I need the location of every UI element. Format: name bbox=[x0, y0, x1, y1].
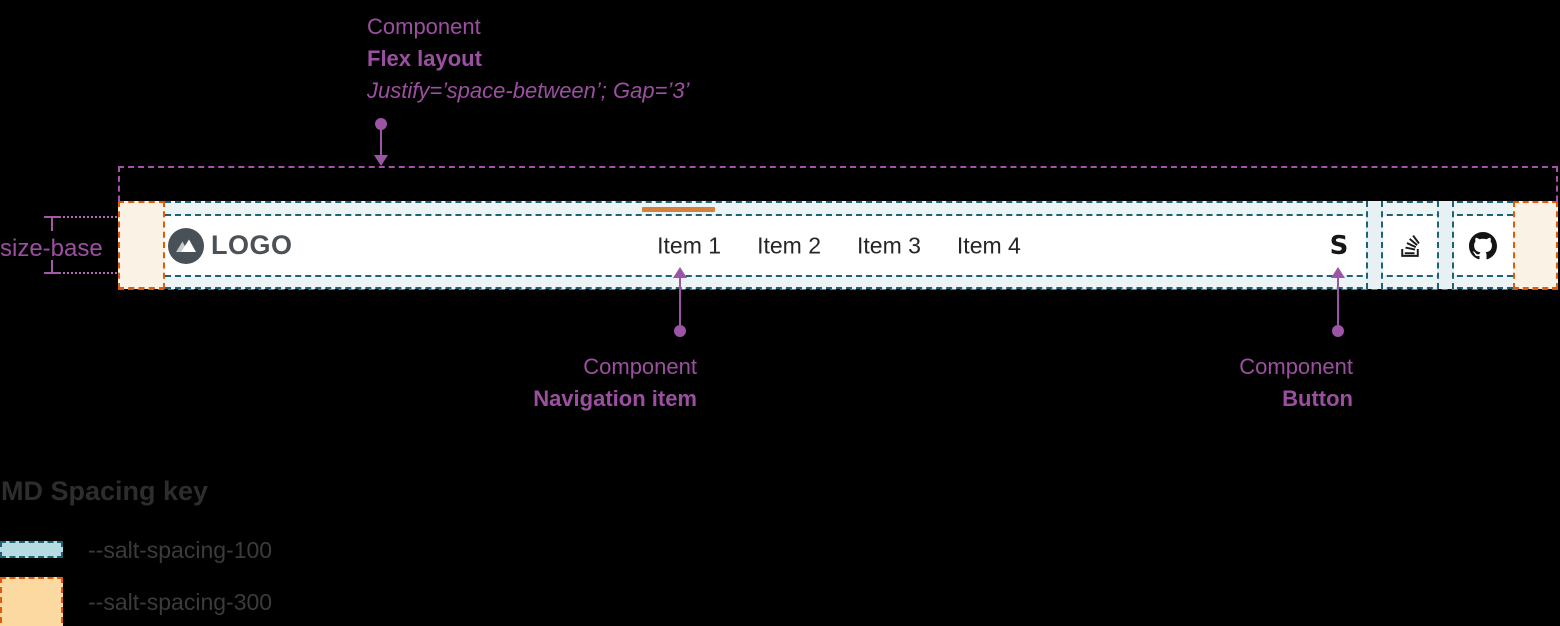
app-header-content: LOGO Item 1 Item 2 Item 3 Item 4 S bbox=[165, 216, 1513, 275]
connector-dot bbox=[375, 118, 387, 130]
github-button[interactable] bbox=[1468, 231, 1498, 261]
stackoverflow-button[interactable] bbox=[1396, 231, 1426, 261]
annotation-line: Component bbox=[583, 354, 697, 379]
spacing-100-overlay-top bbox=[165, 201, 1513, 216]
connector-line bbox=[679, 277, 681, 326]
legend-swatch-spacing-100 bbox=[0, 541, 63, 558]
size-base-label: size-base bbox=[0, 235, 103, 262]
dimension-cap-bottom bbox=[44, 272, 61, 274]
nav-item-2[interactable]: Item 2 bbox=[757, 232, 821, 258]
dimension-dotted-top bbox=[63, 216, 117, 218]
arrow-up-icon bbox=[1331, 267, 1345, 278]
dimension-tick-bottom bbox=[51, 260, 53, 273]
arrow-up-icon bbox=[673, 267, 687, 278]
button-annotation: Component Button bbox=[1100, 351, 1353, 415]
spacing-100-overlay-gap-2 bbox=[1437, 201, 1454, 289]
s-logo-icon: S bbox=[1329, 230, 1349, 261]
annotation-line: Button bbox=[1282, 386, 1353, 411]
legend-label-spacing-300: --salt-spacing-300 bbox=[88, 589, 273, 615]
annotation-line: Component bbox=[1239, 354, 1353, 379]
dimension-cap-top bbox=[44, 216, 61, 218]
dimension-tick-top bbox=[51, 218, 53, 231]
annotation-line: Component bbox=[367, 14, 481, 39]
annotation-line: Navigation item bbox=[533, 386, 697, 411]
github-icon bbox=[1469, 231, 1497, 259]
spacing-300-overlay-right bbox=[1513, 201, 1558, 289]
stackoverflow-icon bbox=[1401, 234, 1420, 257]
spacing-100-overlay-gap-1 bbox=[1366, 201, 1383, 289]
s-logo-button[interactable]: S bbox=[1324, 231, 1354, 261]
navigation-items: Item 1 Item 2 Item 3 Item 4 bbox=[657, 232, 1021, 259]
active-item-indicator bbox=[642, 207, 715, 212]
connector-dot bbox=[674, 325, 686, 337]
nav-item-4[interactable]: Item 4 bbox=[956, 232, 1021, 258]
connector-line bbox=[1337, 277, 1339, 326]
mountain-logo-icon bbox=[168, 227, 204, 264]
navigation-item-annotation: Component Navigation item bbox=[400, 351, 697, 415]
arrow-down-icon bbox=[374, 155, 388, 166]
spacing-100-overlay-bottom bbox=[165, 275, 1513, 289]
legend-swatch-spacing-300 bbox=[0, 577, 63, 626]
logo-text: LOGO bbox=[211, 230, 293, 260]
annotation-line: Flex layout bbox=[367, 46, 482, 71]
spacing-300-overlay-left bbox=[118, 201, 165, 289]
legend-title: MD Spacing key bbox=[1, 476, 209, 506]
legend-label-spacing-100: --salt-spacing-100 bbox=[88, 537, 273, 563]
logo[interactable]: LOGO bbox=[168, 227, 293, 264]
nav-item-3[interactable]: Item 3 bbox=[857, 232, 921, 258]
nav-item-1[interactable]: Item 1 bbox=[657, 232, 722, 258]
app-header: LOGO Item 1 Item 2 Item 3 Item 4 S bbox=[118, 201, 1558, 289]
connector-dot bbox=[1332, 325, 1344, 337]
dimension-dotted-bottom bbox=[63, 272, 117, 274]
annotation-line: Justify=’space-between’; Gap=’3’ bbox=[367, 78, 690, 103]
connector-line bbox=[380, 128, 382, 158]
flex-layout-annotation: Component Flex layout Justify=’space-bet… bbox=[367, 11, 689, 107]
